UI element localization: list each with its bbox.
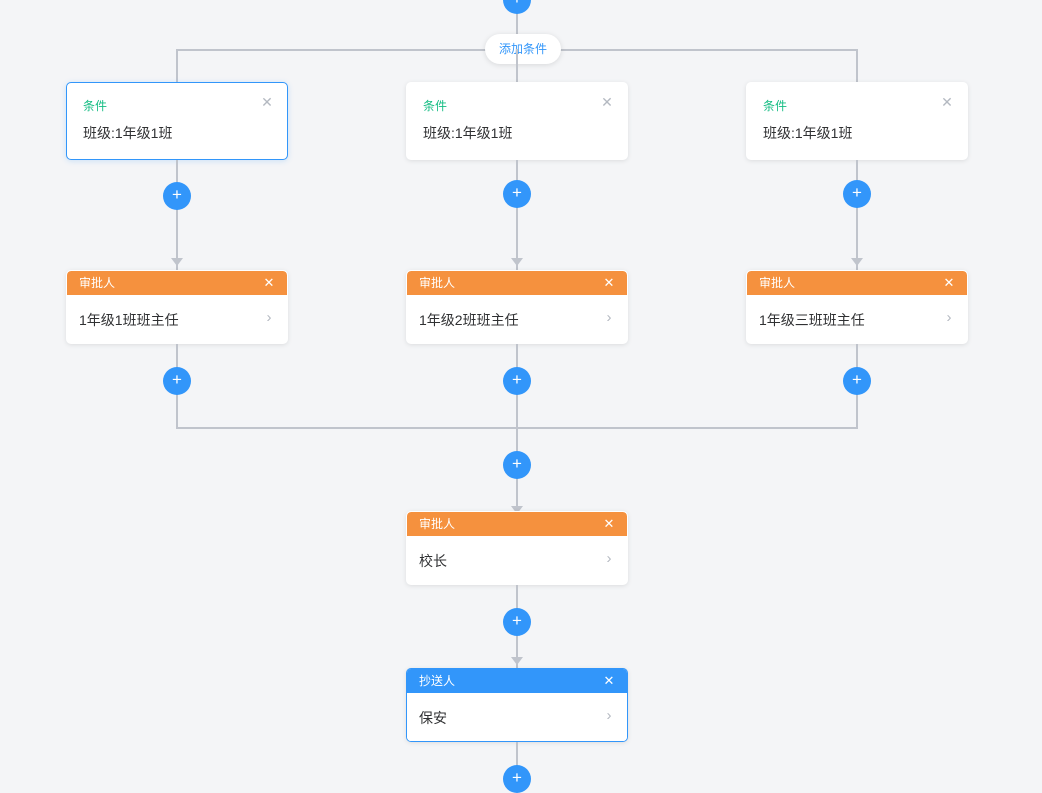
- approver-title-3: 审批人: [759, 276, 796, 290]
- close-icon[interactable]: ✕: [603, 275, 615, 290]
- add-node-top[interactable]: +: [503, 0, 531, 14]
- principal-approver-card[interactable]: 审批人 ✕ 校长 ›: [406, 511, 628, 585]
- chevron-right-icon: ›: [946, 309, 952, 326]
- approver-card-1-header: 审批人 ✕: [67, 271, 287, 295]
- arrow-head-cc: [511, 657, 523, 665]
- arrow-head-branch-1: [171, 258, 183, 266]
- close-icon[interactable]: ✕: [603, 516, 615, 531]
- condition-title-3: 条件: [763, 99, 788, 113]
- condition-card-1[interactable]: 条件 ✕ 班级:1年级1班: [66, 82, 288, 160]
- condition-title-2: 条件: [423, 99, 448, 113]
- cc-card-body[interactable]: 保安 ›: [407, 693, 627, 741]
- approver-card-3-body[interactable]: 1年级三班班主任 ›: [747, 295, 967, 343]
- arrow-head-principal: [511, 506, 523, 514]
- approver-value-3: 1年级三班班主任: [759, 312, 865, 328]
- approver-card-2[interactable]: 审批人 ✕ 1年级2班班主任 ›: [406, 270, 628, 344]
- approver-value-2: 1年级2班班主任: [419, 312, 519, 328]
- connector-drop-branch-1: [176, 49, 178, 82]
- close-icon[interactable]: ✕: [603, 673, 615, 688]
- condition-value-1: 班级:1年级1班: [83, 125, 173, 141]
- add-node-after-merge[interactable]: +: [503, 451, 531, 479]
- condition-value-3: 班级:1年级1班: [763, 125, 853, 141]
- add-node-after-principal[interactable]: +: [503, 608, 531, 636]
- principal-approver-title: 审批人: [419, 517, 456, 531]
- chevron-right-icon: ›: [266, 309, 272, 326]
- arrow-head-branch-2: [511, 258, 523, 266]
- close-icon[interactable]: ✕: [261, 94, 273, 110]
- approver-card-1-body[interactable]: 1年级1班班主任 ›: [67, 295, 287, 343]
- condition-card-3[interactable]: 条件 ✕ 班级:1年级1班: [746, 82, 968, 160]
- add-node-branch-1[interactable]: +: [163, 182, 191, 210]
- principal-approver-body[interactable]: 校长 ›: [407, 536, 627, 584]
- arrow-head-branch-3: [851, 258, 863, 266]
- cc-card-header: 抄送人 ✕: [407, 669, 627, 693]
- connector-branch-1-to-approver: [176, 160, 178, 270]
- condition-title-1: 条件: [83, 99, 108, 113]
- add-node-branch-2[interactable]: +: [503, 180, 531, 208]
- approver-card-3-header: 审批人 ✕: [747, 271, 967, 295]
- connector-drop-branch-2: [516, 49, 518, 82]
- add-node-after-approver-2[interactable]: +: [503, 367, 531, 395]
- add-condition-button[interactable]: 添加条件: [485, 34, 562, 64]
- approver-card-2-header: 审批人 ✕: [407, 271, 627, 295]
- condition-value-2: 班级:1年级1班: [423, 125, 513, 141]
- add-node-after-approver-3[interactable]: +: [843, 367, 871, 395]
- approver-card-2-body[interactable]: 1年级2班班主任 ›: [407, 295, 627, 343]
- connector-drop-branch-3: [856, 49, 858, 82]
- close-icon[interactable]: ✕: [943, 275, 955, 290]
- close-icon[interactable]: ✕: [263, 275, 275, 290]
- approver-card-1[interactable]: 审批人 ✕ 1年级1班班主任 ›: [66, 270, 288, 344]
- chevron-right-icon: ›: [606, 550, 612, 567]
- add-node-branch-3[interactable]: +: [843, 180, 871, 208]
- principal-approver-header: 审批人 ✕: [407, 512, 627, 536]
- approver-title-1: 审批人: [79, 276, 116, 290]
- add-node-after-cc[interactable]: +: [503, 765, 531, 793]
- chevron-right-icon: ›: [606, 309, 612, 326]
- connector-branch-3-to-approver: [856, 160, 858, 270]
- connector-trunk-top: [516, 0, 518, 50]
- chevron-right-icon: ›: [606, 707, 612, 724]
- approver-value-1: 1年级1班班主任: [79, 312, 179, 328]
- cc-title: 抄送人: [419, 674, 456, 688]
- principal-approver-value: 校长: [419, 553, 447, 569]
- approver-card-3[interactable]: 审批人 ✕ 1年级三班班主任 ›: [746, 270, 968, 344]
- close-icon[interactable]: ✕: [601, 94, 613, 110]
- cc-card[interactable]: 抄送人 ✕ 保安 ›: [406, 668, 628, 742]
- condition-card-2[interactable]: 条件 ✕ 班级:1年级1班: [406, 82, 628, 160]
- add-node-after-approver-1[interactable]: +: [163, 367, 191, 395]
- close-icon[interactable]: ✕: [941, 94, 953, 110]
- connector-branch-2-to-approver: [516, 160, 518, 270]
- cc-value: 保安: [419, 710, 447, 726]
- approver-title-2: 审批人: [419, 276, 456, 290]
